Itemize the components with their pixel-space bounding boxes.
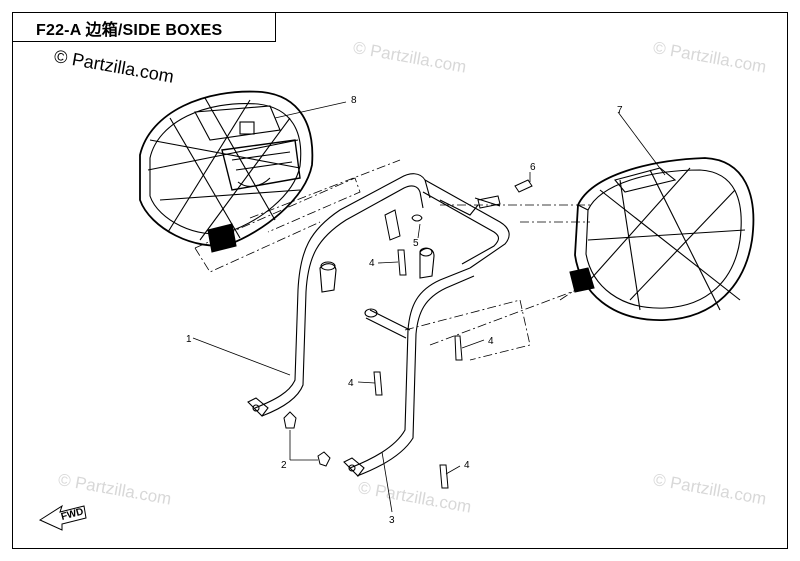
right-frame-tube xyxy=(343,197,501,477)
callout-screw-left: 4 xyxy=(348,378,354,389)
direction-arrow: FWD xyxy=(38,504,87,531)
callout-screw-bottom: 4 xyxy=(464,460,470,471)
callout-frame-right: 3 xyxy=(389,515,395,526)
callout-labels: 8 7 6 5 4 1 4 4 2 4 3 xyxy=(186,95,623,526)
callout-left-case: 8 xyxy=(351,95,357,106)
diagram-name: 边箱/SIDE BOXES xyxy=(85,22,223,39)
callout-frame-left: 1 xyxy=(186,334,192,345)
title-box xyxy=(12,12,276,42)
right-side-case xyxy=(569,157,755,321)
leader-lines xyxy=(192,101,666,513)
diagram-code: F22-A xyxy=(36,22,81,39)
fasteners xyxy=(283,179,533,489)
left-side-case xyxy=(139,90,314,253)
callout-bracket-bolt: 6 xyxy=(530,162,536,173)
callout-bolt: 2 xyxy=(281,460,287,471)
callout-right-case: 7 xyxy=(617,105,623,116)
callout-screw-upper: 4 xyxy=(369,258,375,269)
left-frame-tube xyxy=(247,173,510,417)
diagram-title: F22-A 边箱/SIDE BOXES xyxy=(36,16,222,40)
guide-lines xyxy=(194,159,591,361)
callout-screw-mid: 4 xyxy=(488,336,494,347)
callout-nut: 5 xyxy=(413,238,419,249)
diagram-border xyxy=(12,12,788,549)
